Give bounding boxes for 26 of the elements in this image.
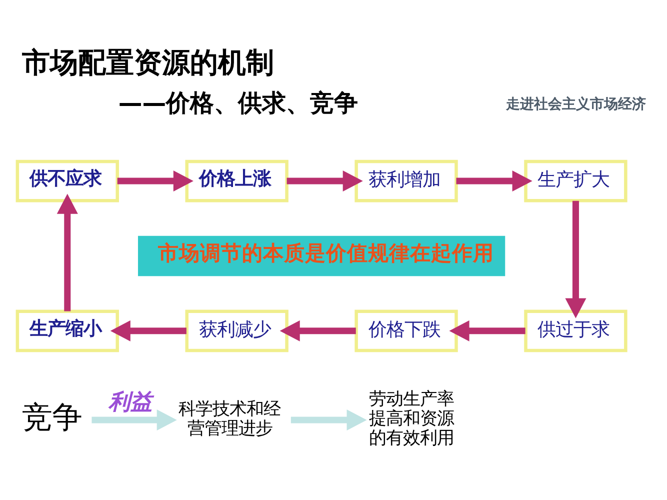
node-text: 劳动生产率提高和资源的有效利用 — [368, 390, 454, 449]
arrow — [92, 409, 177, 430]
node-box: 获利增加 — [354, 160, 458, 202]
node-box: 生产扩大 — [524, 160, 628, 202]
node-box: 价格下跌 — [354, 310, 458, 352]
node-box: 供过于求 — [524, 310, 628, 352]
edge-label: 利益 — [108, 390, 152, 416]
node-box: 生产缩小 — [16, 310, 119, 352]
label: ——价格、供求、竞争 — [118, 89, 358, 118]
arrow — [56, 194, 78, 312]
arrow — [290, 409, 367, 430]
arrow — [280, 320, 356, 342]
node-text: 科学技术和经营管理进步 — [178, 399, 281, 439]
node-box: 获利减少 — [185, 310, 288, 352]
node-box: 供不应求 — [16, 160, 119, 202]
arrow — [449, 320, 526, 342]
diagram-title: 市场配置资源的机制 — [22, 46, 274, 80]
arrow — [117, 170, 194, 192]
arrow — [456, 170, 532, 192]
label: 走进社会主义市场经济 — [506, 96, 646, 113]
arrow — [110, 320, 186, 342]
node-box: 市场调节的本质是价值规律在起作用 — [138, 236, 506, 276]
node-text: 竞争 — [22, 400, 82, 436]
node-box: 价格上涨 — [185, 160, 288, 202]
arrow — [565, 200, 586, 318]
arrow — [286, 170, 363, 192]
